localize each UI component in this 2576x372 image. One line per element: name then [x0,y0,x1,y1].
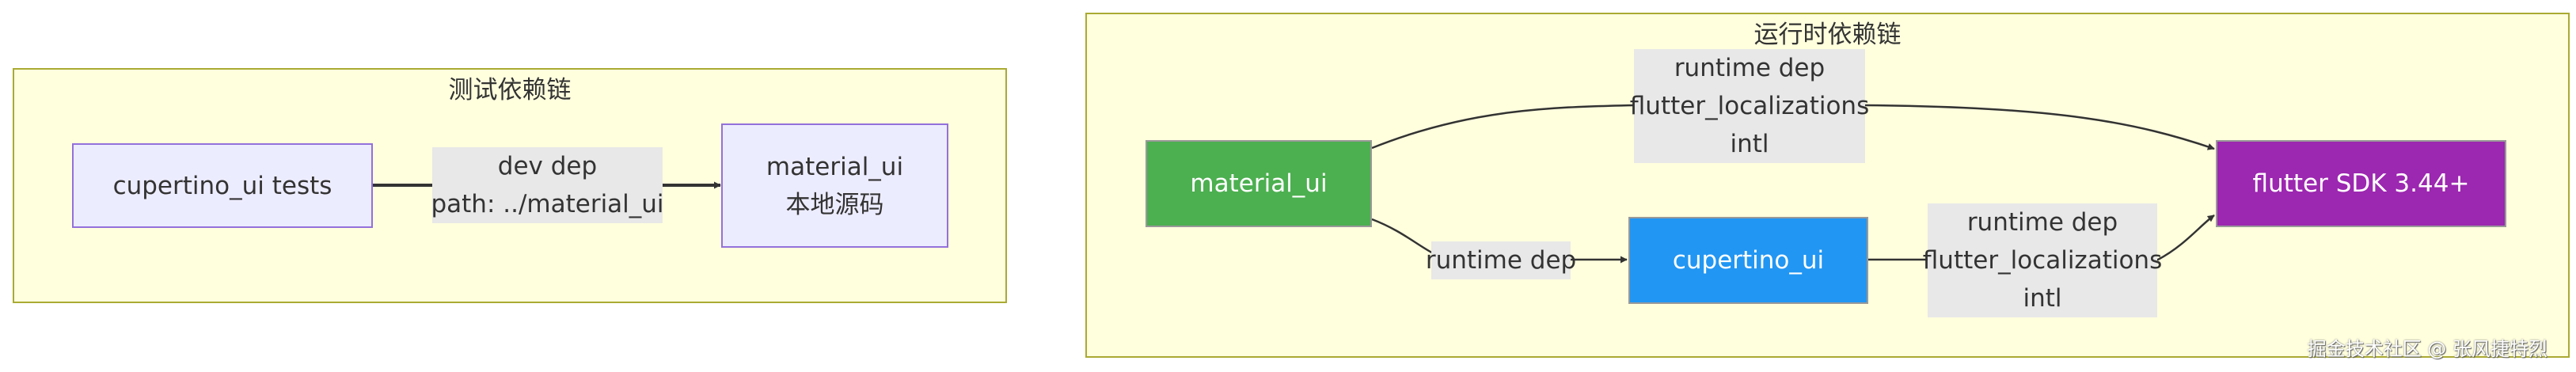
material-sdk-dep-localizations: flutter_localizations [1629,92,1870,120]
edge-material-to-sdk [1371,104,2215,150]
material-ui-local-name: material_ui [766,152,904,181]
material-ui-local-subtitle: 本地源码 [785,190,884,219]
material-cupertino-dep-type: runtime dep [1425,246,1577,275]
material-ui-label: material_ui [1190,169,1328,198]
material-ui-node[interactable]: material_ui [1146,140,1372,227]
cupertino-sdk-dep-localizations: flutter_localizations [1922,246,2163,275]
cupertino-ui-node[interactable]: cupertino_ui [1628,217,1868,304]
cupertino-ui-tests-node[interactable]: cupertino_ui tests [72,143,373,228]
cupertino-ui-tests-label: cupertino_ui tests [112,171,332,200]
material-ui-local-source-node[interactable]: material_ui 本地源码 [721,123,948,248]
dev-dep-text: dev dep [497,152,598,180]
edge-cupertino-to-sdk [1868,214,2215,261]
flutter-sdk-label: flutter SDK 3.44+ [2252,169,2470,198]
edge-label-material-to-cupertino: runtime dep [1426,241,1576,279]
watermark-text: 掘金技术社区 @ 张风捷特烈 [2307,338,2548,360]
edge-label-material-to-sdk: runtime dep flutter_localizations intl [1630,49,1869,163]
cupertino-ui-label: cupertino_ui [1672,246,1825,275]
material-sdk-dep-intl: intl [1730,130,1769,158]
runtime-cluster-title: 运行时依赖链 [1753,21,1902,49]
edge-label-dev-dep: dev dep path: ../material_ui [431,147,664,223]
cupertino-sdk-dep-type: runtime dep [1966,208,2118,237]
material-sdk-dep-type: runtime dep [1674,54,1826,82]
flutter-sdk-node[interactable]: flutter SDK 3.44+ [2216,140,2506,227]
dev-dep-path-text: path: ../material_ui [431,190,664,218]
edge-label-cupertino-to-sdk: runtime dep flutter_localizations intl [1923,203,2162,317]
test-cluster-title: 测试依赖链 [448,76,572,104]
cupertino-sdk-dep-intl: intl [2023,284,2062,313]
